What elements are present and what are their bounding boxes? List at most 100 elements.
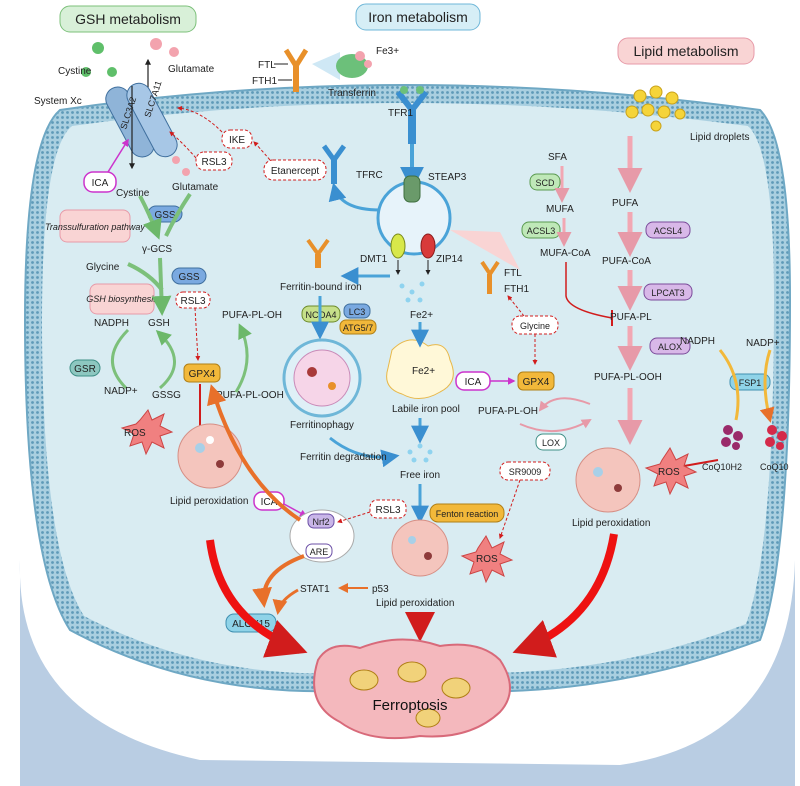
scd-box [529,173,561,191]
tfrc-label: TFRC [356,170,383,181]
glutamate-to-gcs-arrow [164,192,192,237]
atg-box [339,319,377,335]
transferrin-label: Transferrin [328,88,376,99]
damaged-organelle [397,661,427,683]
rsl3-nrf2-box [369,499,407,519]
ica-top-box [83,171,117,193]
pufa-pl-oh-gsh-label: PUFA-PL-OH [222,310,282,321]
glutamate-out-label: Glutamate [168,64,215,75]
nadp-gsh-label: NADP+ [104,386,138,397]
stat1-alox15-arrow [272,588,299,615]
gsh-cycle-arrow [155,329,176,390]
gss2-box [171,267,207,285]
rsl3-top-box [195,151,233,171]
right-converge-arrow [512,533,618,658]
fe3-atom [355,51,365,61]
vesicle-dot [614,484,622,492]
gsh-biosynthesis-label: GSH biosynthesis [86,294,158,304]
vesicle-dot [424,552,432,560]
etanercept-arrow [253,141,271,161]
rsl3-mid-box [175,291,211,309]
ros-right-label: ROS [658,467,680,478]
gpx4-reduce-arrow [538,397,591,412]
lox-oxidize-arrow [519,418,592,433]
sr9009-ros-arrow [498,479,521,539]
tfr1-label: TFR1 [388,108,413,119]
pufa-pl-ooh-gsh-label: PUFA-PL-OOH [216,390,284,401]
fe2-particles [399,281,425,303]
etanercept-label: Etanercept [271,166,320,177]
scd-label: SCD [535,178,555,188]
lpcat3-box [643,283,693,301]
lc3-box [343,303,371,319]
ftl-top-label: FTL [258,60,276,71]
nrf2-gpx4-arrow [207,384,302,522]
glutamate-molecule [172,156,180,164]
gpx4-iron-label: GPX4 [523,377,550,388]
nadph-fsp1-label: NADPH [680,336,715,347]
gpx4-iron-box [517,371,555,391]
fenton-label: Fenton reaction [436,509,499,519]
ike-label: IKE [229,135,245,146]
mufa-coa-inhibit [565,262,613,319]
nadp-fsp1-label: NADP+ [746,338,780,349]
ica-nrf2-arrow [283,503,308,517]
glutamate-molecule [169,47,179,57]
acsl4-label: ACSL4 [654,226,683,236]
acsl3-box [521,221,561,239]
transsulfuration-box [59,209,131,243]
gssg-label: GSSG [152,390,181,401]
lipid-header: Lipid metabolism [633,43,738,59]
fe2-label: Fe2+ [410,310,433,321]
zip14-beam [450,230,520,270]
ica-activate-arrow [107,138,129,173]
lipid-droplets-label: Lipid droplets [690,132,749,143]
acsl3-label: ACSL3 [527,226,556,236]
stat1-label: STAT1 [300,584,330,595]
zip14-label: ZIP14 [436,254,463,265]
tfrc-receptor-icon [321,144,347,184]
lipid-perox-left-vesicle [177,423,243,489]
rsl3-mid-label: RSL3 [180,296,205,307]
fe3-atom [364,60,372,68]
lipid-droplets-icon [625,85,686,132]
gsh-header-box [59,5,197,33]
pufa-pl-ooh-label: PUFA-PL-OOH [594,372,662,383]
glutamate-molecule [182,168,190,176]
ike-box [221,129,253,149]
iron-header: Iron metabolism [368,9,468,25]
are-label: ARE [310,547,329,557]
mufa-coa-label: MUFA-CoA [540,248,591,259]
tfrc-recycle-arrow [328,182,381,212]
lox-box [535,433,567,451]
lipid-perox-right-vesicle [575,447,641,513]
ferroptosis-label: Ferroptosis [372,697,447,714]
lipid-perox-center-label: Lipid peroxidation [376,598,454,609]
iron-header-box [355,3,481,31]
cystine-molecule [81,67,91,77]
fsp1-cycle-out [759,349,775,423]
gss2-label: GSS [178,272,199,283]
glycine-iron-label: Glycine [520,321,550,331]
pufa-label: PUFA [612,198,638,209]
atg-label: ATG5/7 [343,323,373,333]
tfr1-receptor-icon [395,86,429,144]
cystine-out-label: Cystine [58,66,92,77]
gpx4-reduction-arrow [234,323,252,393]
ferritin-particle [307,367,317,377]
lipid-header-box [617,37,755,65]
ferritin-particle [328,382,336,390]
rsl3-nrf2-arrow [337,511,371,524]
gsh-synthesis-arrow [151,257,172,316]
labile-fe-label: Fe2+ [412,366,435,377]
lpcat3-label: LPCAT3 [651,288,684,298]
ica-iron-label: ICA [465,377,482,388]
gpx4-box [183,363,221,383]
vesicle-dot [206,436,214,444]
dmt1-icon [390,233,406,259]
ica-nrf2-label: ICA [261,497,278,508]
ros-right-burst [644,447,698,496]
free-iron-label: Free iron [400,470,440,481]
coq10h2-icon [721,425,743,450]
